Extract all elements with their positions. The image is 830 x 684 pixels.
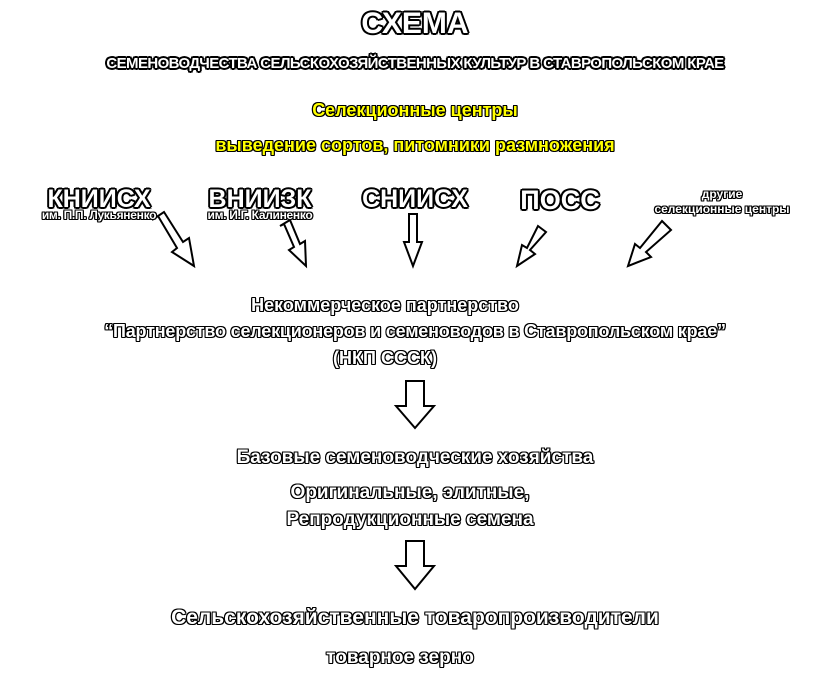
scheme-subtitle: СЕМЕНОВОДЧЕСТВА СЕЛЬСКОХОЗЯЙСТВЕННЫХ КУЛ… [106, 55, 724, 72]
arrow-vniizk-icon [279, 218, 308, 269]
center-name: другие [701, 187, 743, 201]
base-farms-title: Базовые семеноводческие хозяйства [236, 447, 594, 468]
partnership-line1: Некоммерческое партнерство [251, 295, 519, 315]
center-sub: селекционные центры [654, 202, 790, 216]
arrow-kniish-icon [151, 210, 196, 269]
scheme-title: СХЕМА [361, 7, 469, 40]
center-other: другие селекционные центры [632, 188, 812, 215]
center-kniish: КНИИСХ им. П.П. Лукьяненко [14, 185, 184, 222]
producers-title: Сельскохозяйственные товаропроизводители [171, 606, 659, 629]
center-sub: им. П.П. Лукьяненко [41, 208, 157, 222]
center-vniizk: ВНИИЗК им. И.Г. Калиненко [185, 185, 335, 222]
center-name: КНИИСХ [47, 185, 151, 213]
center-sniish: СНИИСХ [345, 187, 485, 212]
arrow-poss-icon [515, 224, 548, 269]
down-arrow-2-icon [393, 540, 437, 591]
center-name: ПОСС [520, 185, 600, 215]
down-arrow-1-icon [393, 380, 437, 430]
partnership-line3: (НКП СССК) [333, 348, 437, 368]
base-farms-line2: Репродукционные семена [286, 509, 534, 530]
arrow-sniish-icon [402, 213, 424, 269]
breeding-subtitle: выведение сортов, питомники размножения [215, 135, 615, 155]
base-farms-line1: Оригинальные, элитные, [290, 482, 530, 503]
arrow-other-icon [626, 219, 673, 268]
center-sub: им. И.Г. Калиненко [207, 208, 313, 222]
center-name: ВНИИЗК [208, 185, 312, 213]
center-poss: ПОСС [500, 187, 620, 214]
partnership-line2: “Партнерство селекционеров и семеноводов… [104, 321, 726, 341]
center-name: СНИИСХ [362, 185, 468, 213]
producers-sub: товарное зерно [326, 647, 474, 668]
breeding-title: Селекционные центры [312, 100, 518, 120]
